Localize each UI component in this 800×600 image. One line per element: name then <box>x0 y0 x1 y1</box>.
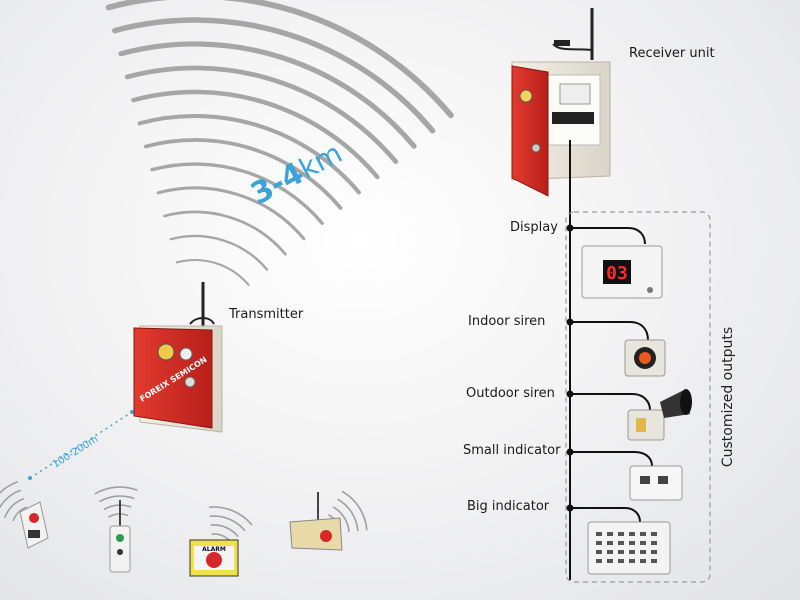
indicator-lamp <box>596 559 602 563</box>
local-wave-arc <box>103 504 132 510</box>
local-wave-arc <box>332 506 350 533</box>
outdoor-siren-label: Outdoor siren <box>466 386 555 401</box>
wave-arc <box>105 0 454 119</box>
outdoor-siren-device <box>570 389 692 441</box>
customized-outputs-label: Customized outputs <box>720 327 736 467</box>
indicator-lamp <box>629 550 635 554</box>
indicator-lamp <box>640 532 646 536</box>
local-wave-arc <box>341 490 368 531</box>
display-readout: 03 <box>606 263 628 284</box>
small-indicator-device <box>570 451 683 501</box>
display-label: Display <box>510 220 558 235</box>
customized-outputs-frame <box>565 211 711 583</box>
indicator-lamp <box>618 559 624 563</box>
wave-arc <box>169 234 269 271</box>
remote-keyfob <box>19 501 49 549</box>
local-wave-arc <box>99 495 135 503</box>
transmitter-unit: FOREIX SEMICON <box>133 282 223 433</box>
remote-alarm-box: ALARM <box>189 539 239 577</box>
display-device: 03 <box>570 227 663 299</box>
local-wave-arc <box>94 486 138 495</box>
local-wave-arc <box>209 515 246 532</box>
alarm-tag: ALARM <box>202 546 226 553</box>
big-indicator-device <box>570 507 671 575</box>
radio-waves-local <box>0 481 368 543</box>
wave-arc <box>150 162 324 225</box>
local-wave-arc <box>12 506 28 522</box>
indicator-lamp <box>640 541 646 545</box>
indicator-lamp <box>651 559 657 563</box>
range-line-local <box>28 410 134 480</box>
small-indicator-label: Small indicator <box>463 443 561 458</box>
wave-arc <box>124 65 399 164</box>
wave-arc <box>112 17 436 134</box>
local-wave-arc <box>0 489 22 509</box>
wave-arc <box>156 186 306 241</box>
range-label-local: 100-200m <box>51 434 101 471</box>
local-wave-arc <box>210 524 239 537</box>
indicator-lamp <box>607 541 613 545</box>
indicator-lamp <box>640 550 646 554</box>
remote-panic-box <box>289 492 343 551</box>
indicator-lamp <box>607 559 613 563</box>
indicator-lamp <box>640 559 646 563</box>
radio-waves-main <box>105 0 454 286</box>
wave-arc <box>118 41 417 149</box>
indicator-lamp <box>651 532 657 536</box>
wave-arc <box>175 259 250 286</box>
indicator-lamp <box>607 550 613 554</box>
indicator-lamp <box>651 541 657 545</box>
big-indicator-label: Big indicator <box>467 499 550 514</box>
receiver-unit-label: Receiver unit <box>629 46 715 61</box>
transmitter-label: Transmitter <box>229 307 304 322</box>
indicator-lamp <box>618 532 624 536</box>
indicator-lamp <box>618 541 624 545</box>
remote-tall <box>109 500 131 573</box>
wave-arc <box>143 138 343 210</box>
indoor-siren-label: Indoor siren <box>468 314 546 329</box>
indoor-siren-device <box>570 321 666 377</box>
indicator-lamp <box>607 532 613 536</box>
local-wave-arc <box>337 498 359 532</box>
local-wave-arc <box>0 481 18 494</box>
local-wave-arc <box>208 506 253 526</box>
indicator-lamp <box>629 532 635 536</box>
receiver-unit <box>511 8 611 580</box>
bus-junctions <box>566 224 574 512</box>
local-wave-arc <box>108 513 129 518</box>
indicator-lamp <box>596 541 602 545</box>
local-wave-arc <box>4 498 25 519</box>
indicator-lamp <box>596 550 602 554</box>
indicator-lamp <box>618 550 624 554</box>
indicator-lamp <box>629 559 635 563</box>
wave-arc <box>163 210 287 256</box>
indicator-lamp <box>651 550 657 554</box>
wave-arc <box>137 114 361 195</box>
indicator-lamp <box>596 532 602 536</box>
wave-arc <box>131 89 380 180</box>
indicator-lamp <box>629 541 635 545</box>
